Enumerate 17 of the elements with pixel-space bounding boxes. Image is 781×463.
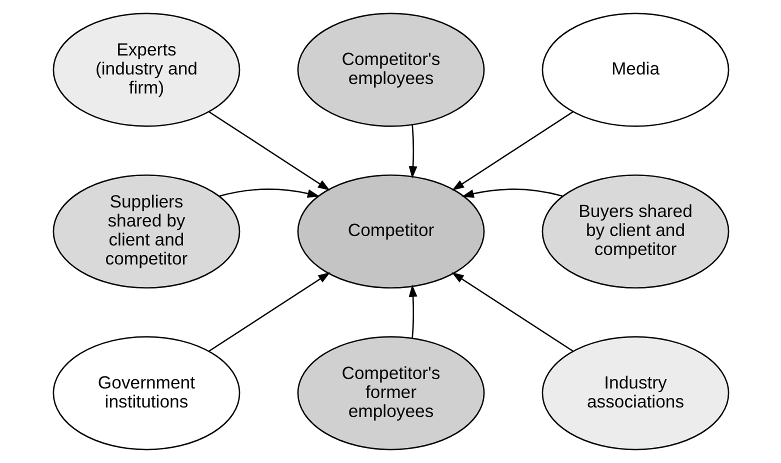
node-ellipse: Competitor's employees — [296, 12, 484, 127]
arrow — [408, 284, 417, 338]
node-ellipse: Buyers shared by client and competitor — [541, 174, 729, 289]
arrow — [218, 188, 320, 198]
arrow — [461, 188, 562, 198]
node-ellipse: Experts (industry and firm) — [52, 12, 240, 127]
node-ellipse: Industry associations — [541, 336, 729, 450]
node-ellipse: Competitor — [296, 174, 484, 289]
node-ellipse: Government institutions — [52, 336, 240, 450]
arrow — [408, 124, 417, 178]
node-ellipse: Suppliers shared by client and competitor — [52, 174, 240, 289]
arrow — [451, 272, 573, 352]
arrow — [451, 111, 574, 191]
arrow — [208, 111, 330, 191]
node-ellipse: Competitor's former employees — [296, 336, 484, 450]
arrow — [208, 272, 330, 352]
node-ellipse: Media — [541, 12, 729, 127]
